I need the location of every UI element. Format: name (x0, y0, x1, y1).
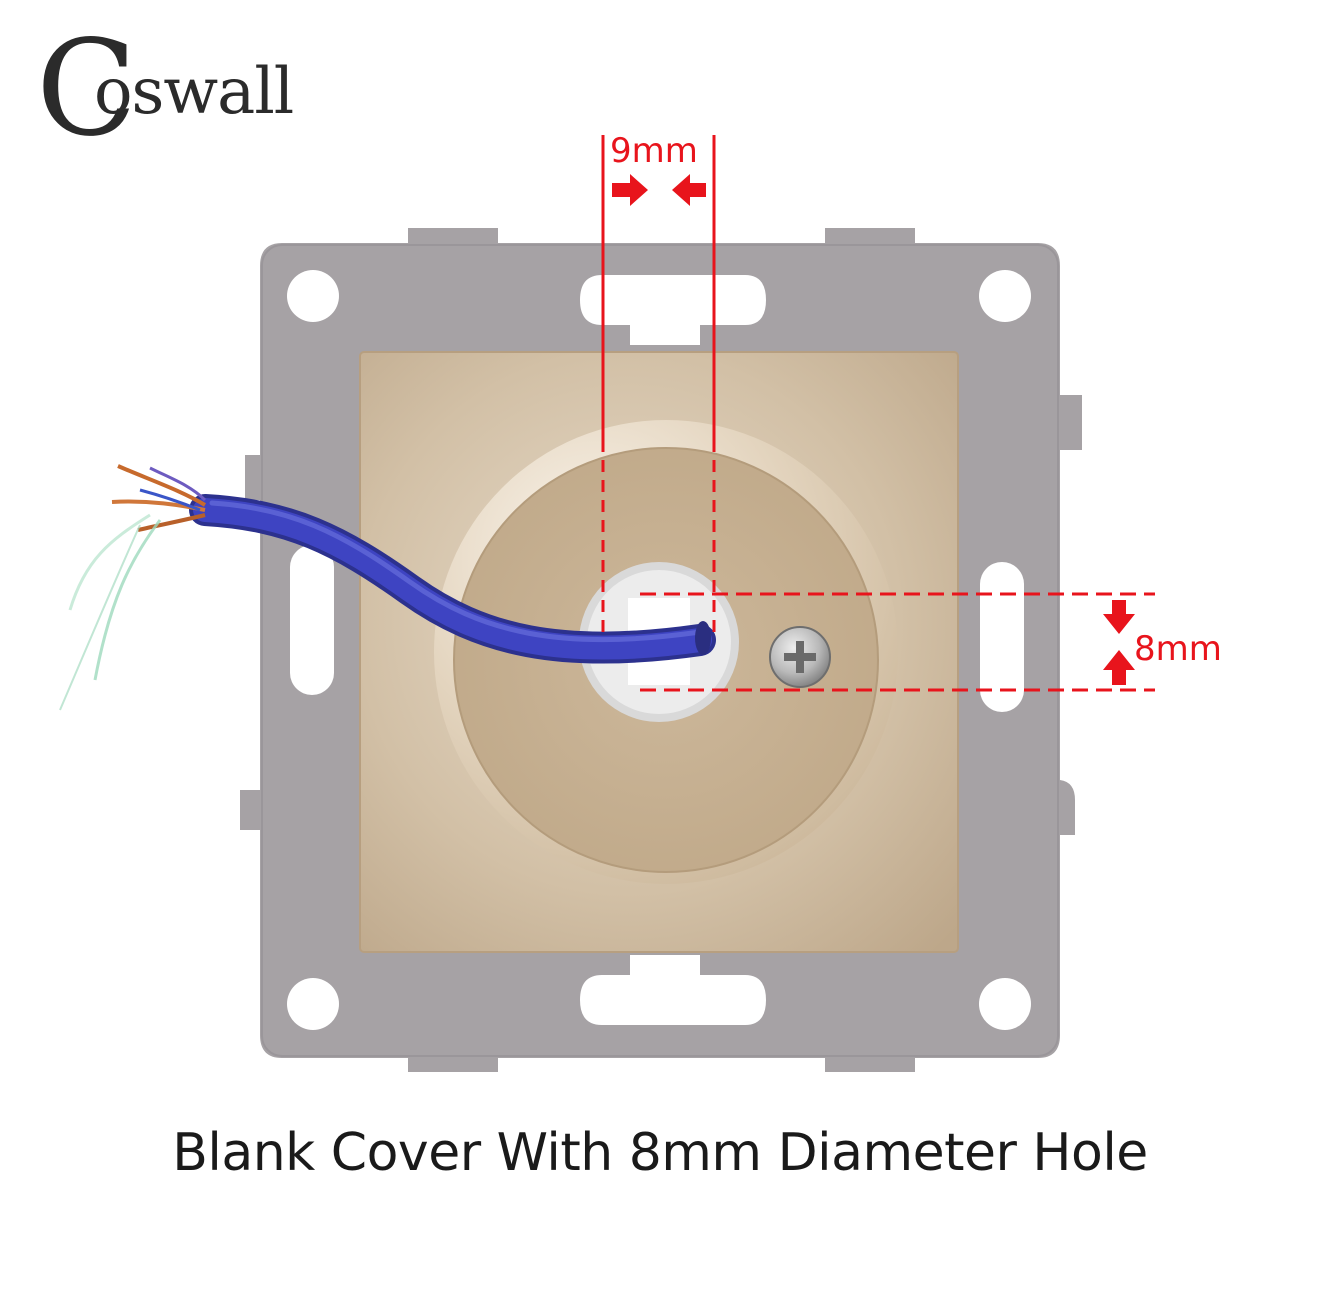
logo-initial: C (36, 12, 137, 166)
blue-cable (59, 464, 716, 711)
logo-wordmark: oswall (94, 55, 294, 129)
frame-hole-bottom-right (979, 978, 1031, 1030)
red-arrow-icon (1103, 650, 1135, 685)
red-arrow-icon (1103, 600, 1135, 634)
frame-hole-top-right (979, 270, 1031, 322)
frame-hole-bottom-left (287, 978, 339, 1030)
frame-slot-top (580, 275, 766, 345)
dimension-9mm: 9mm (601, 131, 716, 640)
hole-width-label: 9mm (610, 131, 698, 171)
product-caption: Blank Cover With 8mm Diameter Hole (172, 1123, 1148, 1183)
frame-hole-top-left (287, 270, 339, 322)
hole-height-label: 8mm (1134, 629, 1222, 669)
cross-head-screw-icon (769, 626, 831, 688)
frame-slot-bottom (580, 955, 766, 1025)
frame-slot-right (980, 562, 1024, 712)
brand-logo: C oswall (36, 14, 316, 164)
red-arrow-icon (612, 174, 648, 206)
dimension-8mm: 8mm (640, 592, 1222, 692)
red-arrow-icon (672, 174, 706, 206)
frame-slot-left (290, 545, 334, 695)
